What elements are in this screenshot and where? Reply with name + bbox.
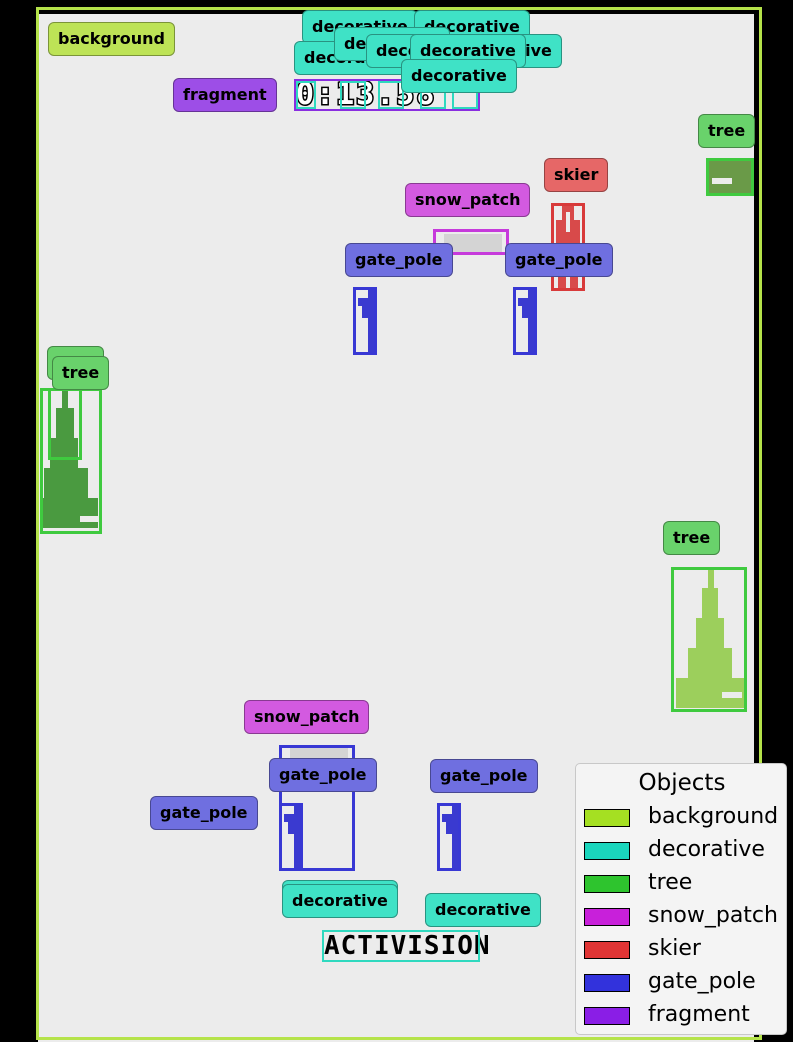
- legend-item: fragment: [584, 1000, 784, 1030]
- legend-label: skier: [648, 936, 701, 961]
- background-box: [36, 7, 762, 1040]
- tree-sprite-top-right: [706, 160, 754, 196]
- legend-label: gate_pole: [648, 969, 756, 994]
- tree-box-right: [671, 567, 747, 712]
- tree-label-right: tree: [663, 521, 721, 555]
- gate-pole-label-1: gate_pole: [345, 243, 453, 277]
- decorative-box-score-3: [378, 81, 404, 109]
- fragment-label: fragment: [173, 78, 277, 112]
- legend-swatch: [584, 974, 630, 992]
- background-label: background: [48, 22, 175, 56]
- gate-flag-2: [518, 288, 534, 354]
- decorative-box-logo: [322, 930, 480, 962]
- decorative-box-score-1: [296, 81, 316, 109]
- decorative-label-8: decorative: [401, 59, 517, 93]
- gate-box-pair: [279, 745, 355, 871]
- snow-patch-sprite-top: [444, 234, 502, 252]
- decorative-box-score-2: [340, 81, 366, 109]
- legend-item: gate_pole: [584, 967, 784, 997]
- legend-swatch: [584, 941, 630, 959]
- legend-item: snow_patch: [584, 901, 784, 931]
- gate-box-4: [437, 803, 461, 871]
- tree-label-left-2: tree: [52, 356, 110, 390]
- snow-patch-label-top: snow_patch: [405, 183, 531, 217]
- decorative-label-11: decorative: [425, 893, 541, 927]
- gate-pole-label-4: gate_pole: [430, 759, 538, 793]
- legend-swatch: [584, 809, 630, 827]
- legend-item: tree: [584, 868, 784, 898]
- gate-flag-4: [442, 804, 458, 870]
- legend-item: decorative: [584, 835, 784, 865]
- legend-title: Objects: [638, 770, 726, 796]
- legend-label: snow_patch: [648, 903, 778, 928]
- skier-label: skier: [544, 158, 609, 192]
- legend-swatch: [584, 908, 630, 926]
- legend-swatch: [584, 842, 630, 860]
- tree-box-left-inner: [48, 388, 82, 460]
- legend: Objects background decorative tree snow_…: [575, 763, 787, 1035]
- legend-item: background: [584, 802, 784, 832]
- legend-label: background: [648, 804, 779, 829]
- snow-patch-box-top: [433, 229, 509, 255]
- tree-sprite-right: [676, 568, 744, 708]
- tree-box-top-right: [706, 158, 754, 196]
- tree-sprite-left: [40, 388, 98, 528]
- activision-logo: ACTIVISION: [324, 931, 491, 961]
- legend-label: fragment: [648, 1002, 750, 1027]
- fragment-box: [294, 79, 480, 111]
- gate-pole-label-5: gate_pole: [150, 796, 258, 830]
- legend-swatch: [584, 875, 630, 893]
- tree-label-top-right: tree: [698, 114, 756, 148]
- legend-item: skier: [584, 934, 784, 964]
- legend-swatch: [584, 1007, 630, 1025]
- legend-label: decorative: [648, 837, 765, 862]
- gate-flag-3: [284, 804, 300, 870]
- gate-pole-label-3: gate_pole: [269, 758, 377, 792]
- legend-label: tree: [648, 870, 693, 895]
- gate-flag-1: [358, 288, 374, 354]
- snow-patch-label-bottom: snow_patch: [244, 700, 370, 734]
- gate-box-2: [513, 287, 537, 355]
- decorative-label-10: decorative: [282, 884, 398, 918]
- gate-pole-label-2: gate_pole: [505, 243, 613, 277]
- gate-box-1: [353, 287, 377, 355]
